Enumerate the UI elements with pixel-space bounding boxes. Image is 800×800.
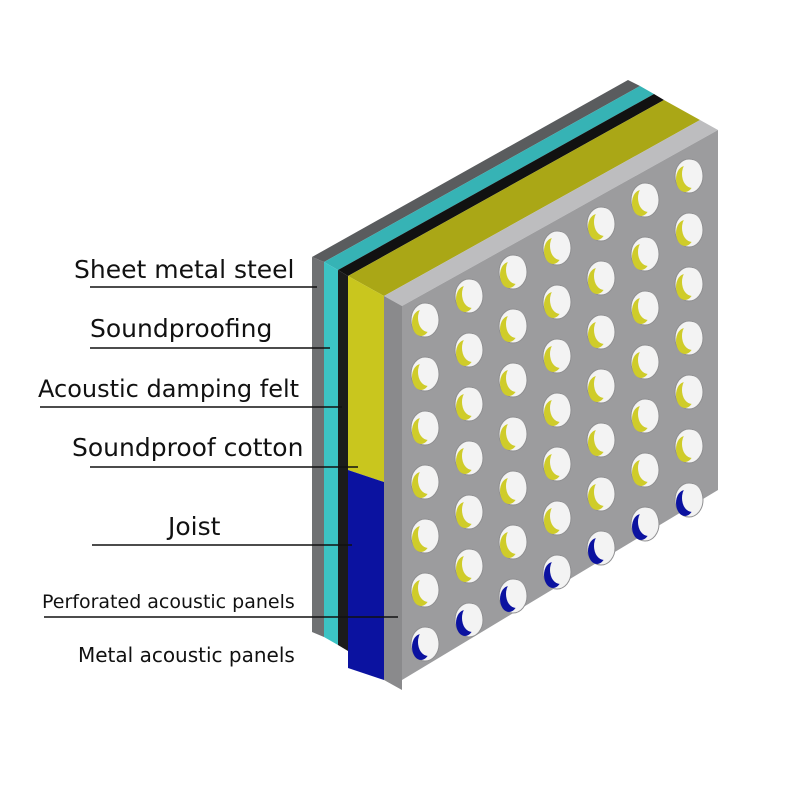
panel-hole-highlight <box>682 484 702 512</box>
layer-joist <box>348 470 384 680</box>
label-soundproof-cotton: Soundproof cotton <box>72 433 303 462</box>
panel-hole-highlight <box>594 532 614 560</box>
layer-soundproof-cotton <box>348 100 700 482</box>
panel-hole-highlight <box>418 574 438 602</box>
panel-hole-highlight <box>462 604 482 632</box>
layer-soundproofing <box>324 86 654 645</box>
panel-hole-highlight <box>506 364 526 392</box>
panel-hole-highlight <box>462 388 482 416</box>
panel-hole-highlight <box>594 208 614 236</box>
panel-hole-highlight <box>682 160 702 188</box>
sheet-steel-side-face <box>312 257 324 637</box>
panel-hole-highlight <box>550 556 570 584</box>
panel-hole-highlight <box>550 340 570 368</box>
panel-hole-highlight <box>682 376 702 404</box>
panel-hole-highlight <box>506 526 526 554</box>
label-metal-acoustic-panels: Metal acoustic panels <box>78 643 295 667</box>
layer-acoustic-damping-felt <box>338 94 664 651</box>
panel-left-edge <box>384 296 402 690</box>
panel-hole-highlight <box>506 256 526 284</box>
cotton-side-face <box>348 276 384 482</box>
soundproofing-side-face <box>324 262 338 645</box>
label-joist: Joist <box>166 512 221 541</box>
panel-hole-highlight <box>462 442 482 470</box>
panel-hole-highlight <box>594 316 614 344</box>
panel-hole-highlight <box>418 628 438 656</box>
label-sheet-metal-steel: Sheet metal steel <box>74 255 295 284</box>
callouts <box>40 286 398 618</box>
label-acoustic-damping-felt: Acoustic damping felt <box>38 375 299 403</box>
label-perforated-acoustic-panels: Perforated acoustic panels <box>42 591 295 613</box>
panel-hole-highlight <box>638 400 658 428</box>
sheet-steel-top-face <box>312 80 640 262</box>
panel-hole-highlight <box>594 370 614 398</box>
panel-hole-highlight <box>638 238 658 266</box>
panel-hole-highlight <box>638 346 658 374</box>
panel-hole-highlight <box>550 448 570 476</box>
panel-hole-highlight <box>506 580 526 608</box>
panel-hole-highlight <box>506 418 526 446</box>
panel-hole-highlight <box>418 304 438 332</box>
layer-sheet-metal-steel <box>312 80 640 637</box>
label-group: Sheet metal steel Soundproofing Acoustic… <box>38 255 303 667</box>
panel-hole-highlight <box>550 286 570 314</box>
panel-top-edge <box>384 120 718 306</box>
panel-hole-highlight <box>638 184 658 212</box>
panel-hole-highlight <box>418 412 438 440</box>
felt-side-face <box>338 270 348 651</box>
panel-hole-highlight <box>682 430 702 458</box>
panel-hole-highlight <box>638 454 658 482</box>
panel-hole-highlight <box>682 214 702 242</box>
cotton-top-face <box>348 100 700 296</box>
panel-hole-highlight <box>638 292 658 320</box>
panel-hole-highlight <box>462 334 482 362</box>
label-soundproofing: Soundproofing <box>90 314 272 343</box>
panel-hole-highlight <box>462 496 482 524</box>
soundproofing-top-face <box>324 86 654 270</box>
panel-hole-highlight <box>462 280 482 308</box>
panel-hole-highlight <box>682 268 702 296</box>
panel-hole-highlight <box>550 502 570 530</box>
panel-hole-highlight <box>682 322 702 350</box>
layer-metal-acoustic-panel <box>384 120 718 690</box>
panel-hole-highlight <box>418 466 438 494</box>
panel-hole-highlight <box>550 232 570 260</box>
panel-hole-highlight <box>462 550 482 578</box>
joist-side-face <box>348 470 384 680</box>
panel-hole-highlight <box>506 472 526 500</box>
panel-hole-highlight <box>638 508 658 536</box>
panel-hole-highlight <box>594 262 614 290</box>
felt-top-face <box>338 94 664 276</box>
panel-hole-highlight <box>550 394 570 422</box>
panel-holes <box>410 158 704 662</box>
panel-hole-highlight <box>594 424 614 452</box>
panel-hole-highlight <box>506 310 526 338</box>
panel-hole-highlight <box>418 358 438 386</box>
panel-hole-highlight <box>418 520 438 548</box>
panel-hole-highlight <box>594 478 614 506</box>
